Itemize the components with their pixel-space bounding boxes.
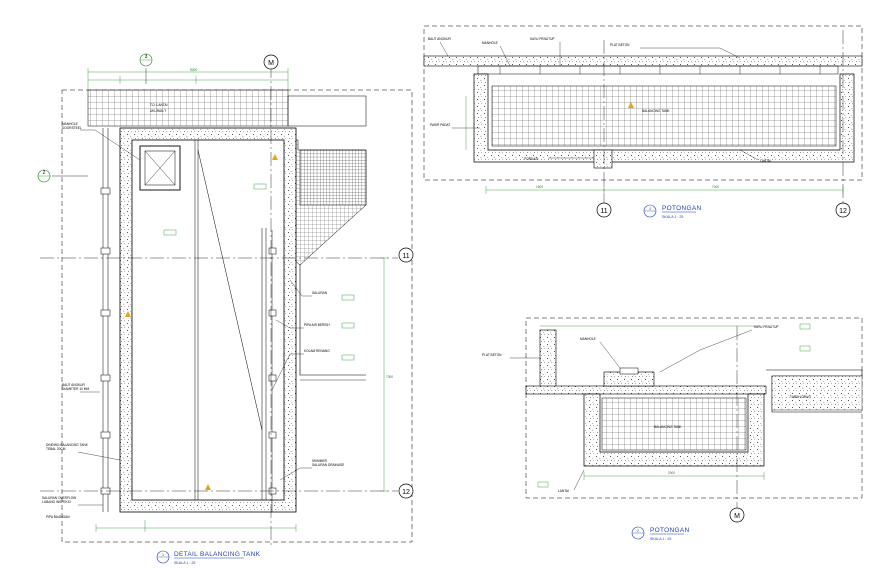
section-marker-2: 2 [37,169,88,183]
section3-sump [593,149,613,169]
svg-text:12: 12 [402,489,410,496]
sec2-label-manhole: MANHOLE [580,337,596,341]
sec3-label-tank: BALANCING TANK [642,109,670,113]
section3-tank-tiles [491,85,837,147]
label-tebal: TEBAL 20CM [46,447,66,451]
sec2-label-kayu: KAYU PENUTUP [754,325,779,329]
grid-bubble-m-section2: M [729,507,745,523]
label-ukuran: UKURAN T [150,109,166,113]
pool-tile-dense [299,149,367,206]
section2-slab [525,385,767,395]
svg-text:1: 1 [162,553,164,557]
section-3-view: 1600 7000 BAUT ANGKUR MANHOLE KAYU PENUT… [423,25,863,204]
section3-top-slab [423,55,863,67]
label-dinding: DINDING BALANCING TANK [46,443,89,447]
section3-joists [499,66,821,74]
plan-dim-top [87,68,289,90]
svg-text:M: M [268,60,274,67]
plan-dim-right-label: 7300 [386,375,393,379]
label-pipa-air: PIPA AIR BERSIH [304,323,330,327]
label-drainase: SALURAN DRAINASE [312,463,344,467]
plan-title: DETAIL BALANCING TANK [174,551,261,558]
grid-bubble-m-top: M [263,54,279,70]
section3-title: POTONGAN [662,205,701,212]
svg-text:12: 12 [839,208,847,215]
section2-dim-bottom: 2000 [668,471,675,475]
svg-text:3: 3 [145,54,148,60]
diagonal-pipe [197,149,263,431]
svg-text:11: 11 [600,208,607,215]
tank-interior [131,139,285,501]
plan-dim-top-label: 5000 [190,68,197,72]
sec3-label-pondasi: PONDASI [524,157,538,161]
sec2-label-urug: TANAH URUG [790,395,811,399]
sec3-label-baut: BAUT ANGKUR [428,37,451,41]
section2-title-block: 2 POTONGAN SKALA 1 : 25 [631,526,689,541]
floor-tiles-top [87,89,289,127]
label-skimmer: SKIMMER [312,459,328,463]
sec3-label-pasir: PASIR PADAT [430,123,450,127]
section3-frame [423,25,863,181]
anchor-rail-right [268,230,277,512]
label-baut-dia: DIAMETER 10 MM [62,387,89,391]
section3-title-block: 3 POTONGAN SKALA 1 : 25 [643,204,701,219]
section-2-view: 2000 PLAT BETON MANHOLE KAYU PENUTUP BAL… [482,317,863,508]
label-pipa-buangan: PIPA BUANGAN [46,515,70,519]
svg-text:11: 11 [402,253,409,260]
plan-dim-bottom [95,520,297,532]
label-overflow: SALURAN OVERFLOW [42,496,76,500]
sec3-label-lantai: LANTAI [760,159,771,163]
section2-tank-tiles [601,397,747,451]
svg-text:2: 2 [43,170,46,176]
manhole [139,145,181,191]
svg-text:3: 3 [649,207,651,211]
sec3-label-manhole: MANHOLE [482,41,498,45]
section2-tank-shell [583,393,765,467]
section3-dim-left: 1600 [536,185,543,189]
sec3-label-kayu: KAYU PENUTUP [530,37,555,41]
section2-tags [537,323,811,488]
pool-edge [299,265,366,376]
grid-bubble-12-section3: 12 [835,202,851,218]
section-marker-3: 3 [139,53,153,84]
section3-markers [628,102,634,108]
sec2-label-tank: BALANCING TANK [654,425,682,429]
svg-text:M: M [734,513,740,520]
section2-leaders [510,329,753,491]
section2-title: POTONGAN [650,527,689,534]
section2-dims [540,325,765,480]
section3-leaders [439,41,759,161]
plan-scale: SKALA 1 : 25 [174,561,195,565]
plan-leaders [77,129,312,506]
label-lantai: T.D. LANTAI [150,103,168,107]
sec3-label-plat: PLAT BETON [610,43,630,47]
grid-bubble-11-section3: 11 [596,202,612,218]
label-saluran: SALURAN [312,291,328,295]
label-kolam: KOLAM RENANG [304,349,330,353]
label-manhole: MANHOLE [62,122,78,126]
section3-dim-mid: 7000 [712,185,719,189]
grid-bubble-12-plan: 12 [398,483,414,499]
adjacent-room [287,95,367,127]
plan-dim-right [380,257,388,492]
section3-dim [465,96,844,194]
plan-view: 5000 7300 T.D. LANTAI UKURAN T MANHOLE D… [40,64,413,545]
plan-tags [163,183,355,361]
label-inspeksi: LUBANG INSPEKSI [42,500,71,504]
label-doorsteel: DOORSTEEL [62,126,82,130]
plan-frame [61,89,413,543]
sec2-label-lantai: LANTAI [558,489,569,493]
section2-scale: SKALA 1 : 25 [650,537,671,541]
section3-scale: SKALA 1 : 25 [662,215,683,219]
level-markers [125,154,278,490]
sec2-label-plat: PLAT BETON [482,353,502,357]
svg-text:2: 2 [637,529,639,533]
plan-title-block: 1 DETAIL BALANCING TANK SKALA 1 : 25 [156,550,261,565]
grid-bubble-11-plan: 11 [398,247,414,263]
label-baut: BAUT ANGKUR [62,383,85,387]
anchor-rail-left [100,128,111,512]
